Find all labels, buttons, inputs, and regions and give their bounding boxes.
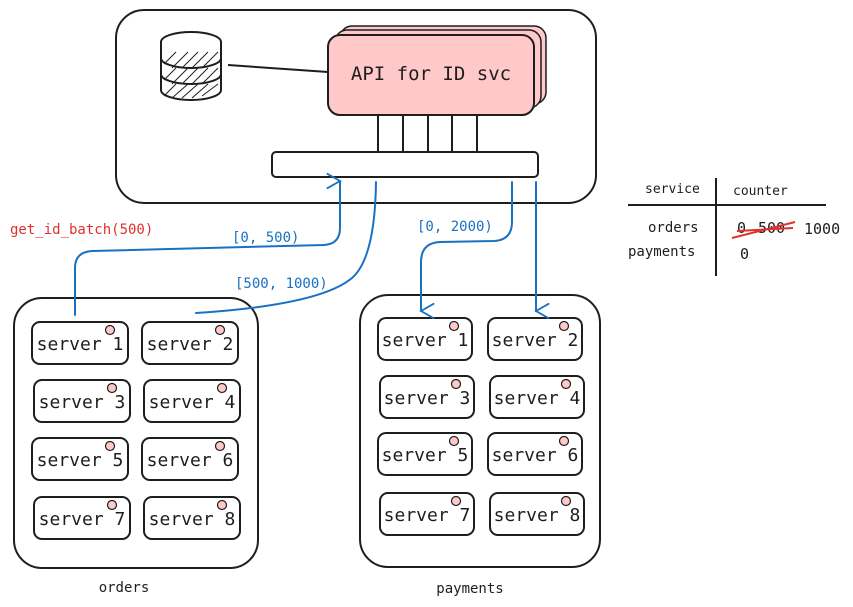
status-dot-icon — [106, 382, 118, 394]
status-dot-icon — [104, 440, 116, 452]
status-dot-icon — [448, 435, 460, 447]
server-label: server 3 — [384, 388, 471, 409]
status-dot-icon — [558, 320, 570, 332]
database-icon — [160, 31, 222, 101]
server-box: server 2 — [487, 317, 583, 361]
load-balancer-bar — [271, 151, 539, 178]
server-box: server 8 — [143, 496, 241, 540]
server-label: server 4 — [494, 388, 581, 409]
response-arrow-orders — [195, 181, 377, 314]
orders-old-value-0: 0 — [737, 219, 746, 237]
server-label: server 8 — [149, 509, 236, 530]
response-arrow-payments-1 — [421, 181, 513, 311]
request-arrow-orders — [74, 181, 340, 316]
status-dot-icon — [214, 324, 226, 336]
orders-group-container — [13, 297, 259, 569]
server-label: server 7 — [39, 509, 126, 530]
server-box: server 8 — [489, 492, 585, 536]
header-service: service — [645, 182, 700, 197]
status-dot-icon — [558, 435, 570, 447]
status-dot-icon — [214, 440, 226, 452]
server-box: server 5 — [377, 432, 473, 476]
server-label: server 2 — [147, 334, 234, 355]
server-box: server 3 — [379, 375, 475, 419]
server-label: server 2 — [492, 330, 579, 351]
orders-batch-1-label: [0, 500) — [232, 230, 299, 246]
api-box — [327, 34, 535, 116]
status-dot-icon — [448, 320, 460, 332]
server-label: server 5 — [37, 450, 124, 471]
server-box: server 1 — [377, 317, 473, 361]
status-dot-icon — [560, 495, 572, 507]
status-dot-icon — [216, 382, 228, 394]
orders-batch-2-label: [500, 1000) — [235, 276, 328, 292]
row-orders-service: orders — [648, 220, 699, 236]
server-box: server 3 — [33, 379, 131, 423]
strike-through-mark — [731, 221, 796, 239]
server-box: server 4 — [489, 375, 585, 419]
server-label: server 4 — [149, 392, 236, 413]
server-label: server 1 — [382, 330, 469, 351]
orders-counter-value: 1000 — [804, 220, 840, 238]
status-dot-icon — [560, 378, 572, 390]
server-label: server 1 — [37, 334, 124, 355]
server-box: server 1 — [31, 321, 129, 365]
db-connection-line — [227, 64, 329, 73]
server-label: server 6 — [492, 445, 579, 466]
payments-batch-1-label: [0, 2000) — [417, 219, 493, 235]
status-dot-icon — [106, 499, 118, 511]
server-box: server 7 — [379, 492, 475, 536]
server-box: server 7 — [33, 496, 131, 540]
status-dot-icon — [104, 324, 116, 336]
api-connectors — [377, 115, 478, 152]
server-label: server 7 — [384, 505, 471, 526]
row-payments-service: payments — [628, 244, 695, 260]
payments-group-container — [359, 294, 601, 568]
server-box: server 6 — [487, 432, 583, 476]
get-id-batch-label: get_id_batch(500) — [10, 222, 153, 238]
api-label: API for ID svc — [351, 63, 511, 85]
payments-group-label: payments — [436, 581, 503, 597]
payments-counter-value: 0 — [740, 245, 749, 263]
server-box: server 5 — [31, 437, 129, 481]
server-box: server 6 — [141, 437, 239, 481]
server-boxes: server 1 server 2 server 3 server 4 server 5… — [31, 317, 585, 540]
server-box: server 4 — [143, 379, 241, 423]
server-label: server 5 — [382, 445, 469, 466]
orders-group-label: orders — [99, 580, 150, 596]
counter-table: service counter orders 0 500 1000 paymen… — [628, 178, 840, 276]
server-box: server 2 — [141, 321, 239, 365]
status-dot-icon — [450, 378, 462, 390]
status-dot-icon — [216, 499, 228, 511]
server-label: server 3 — [39, 392, 126, 413]
server-label: server 8 — [494, 505, 581, 526]
id-service-container — [115, 9, 597, 204]
status-dot-icon — [450, 495, 462, 507]
server-label: server 6 — [147, 450, 234, 471]
header-counter: counter — [733, 184, 788, 199]
